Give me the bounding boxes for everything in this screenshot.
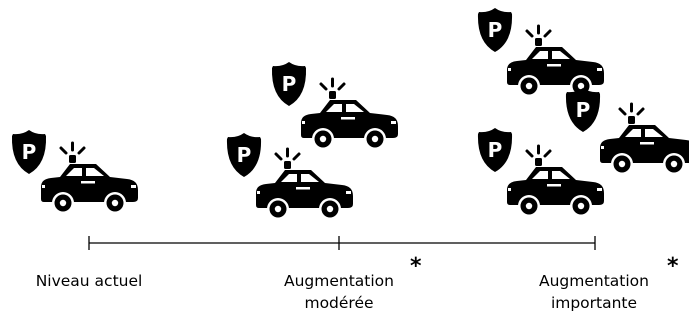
label-current-line1: Niveau actuel bbox=[35, 272, 143, 290]
police-car-icon bbox=[254, 147, 355, 222]
label-current-level: Niveau actuel bbox=[24, 270, 154, 292]
police-badge-icon: P bbox=[477, 8, 513, 52]
police-car-icon bbox=[505, 24, 606, 99]
level-scale-axis bbox=[88, 236, 596, 250]
asterisk-large: * bbox=[667, 254, 679, 279]
asterisk-moderate: * bbox=[410, 254, 422, 279]
police-car-icon bbox=[505, 144, 606, 219]
svg-text:P: P bbox=[488, 138, 503, 162]
police-unit-large-1: P bbox=[477, 8, 606, 99]
police-badge-icon: P bbox=[271, 62, 307, 106]
label-large-line2: importante bbox=[550, 294, 638, 312]
label-moderate-line2: modérée bbox=[304, 294, 374, 312]
svg-text:P: P bbox=[282, 72, 297, 96]
police-badge-icon: P bbox=[477, 128, 513, 172]
svg-text:P: P bbox=[488, 18, 503, 42]
police-car-icon bbox=[299, 77, 400, 152]
police-badge-icon: P bbox=[226, 133, 262, 177]
label-moderate-line1: Augmentation bbox=[284, 272, 394, 290]
police-unit-large-3: P bbox=[477, 128, 606, 219]
svg-text:P: P bbox=[237, 143, 252, 167]
svg-text:P: P bbox=[576, 98, 591, 122]
police-unit-current-1: P bbox=[11, 130, 140, 216]
police-badge-icon: P bbox=[565, 88, 601, 132]
police-unit-moderate-2: P bbox=[226, 133, 355, 222]
police-badge-icon: P bbox=[11, 130, 47, 174]
svg-text:P: P bbox=[22, 140, 37, 164]
label-moderate-increase: Augmentation modérée bbox=[264, 270, 414, 314]
label-large-line1: Augmentation bbox=[539, 272, 649, 290]
police-unit-moderate-1: P bbox=[271, 62, 400, 152]
label-large-increase: Augmentation importante bbox=[519, 270, 669, 314]
police-car-icon bbox=[598, 102, 689, 177]
police-unit-large-2: P bbox=[565, 88, 689, 177]
police-car-icon bbox=[39, 141, 140, 216]
